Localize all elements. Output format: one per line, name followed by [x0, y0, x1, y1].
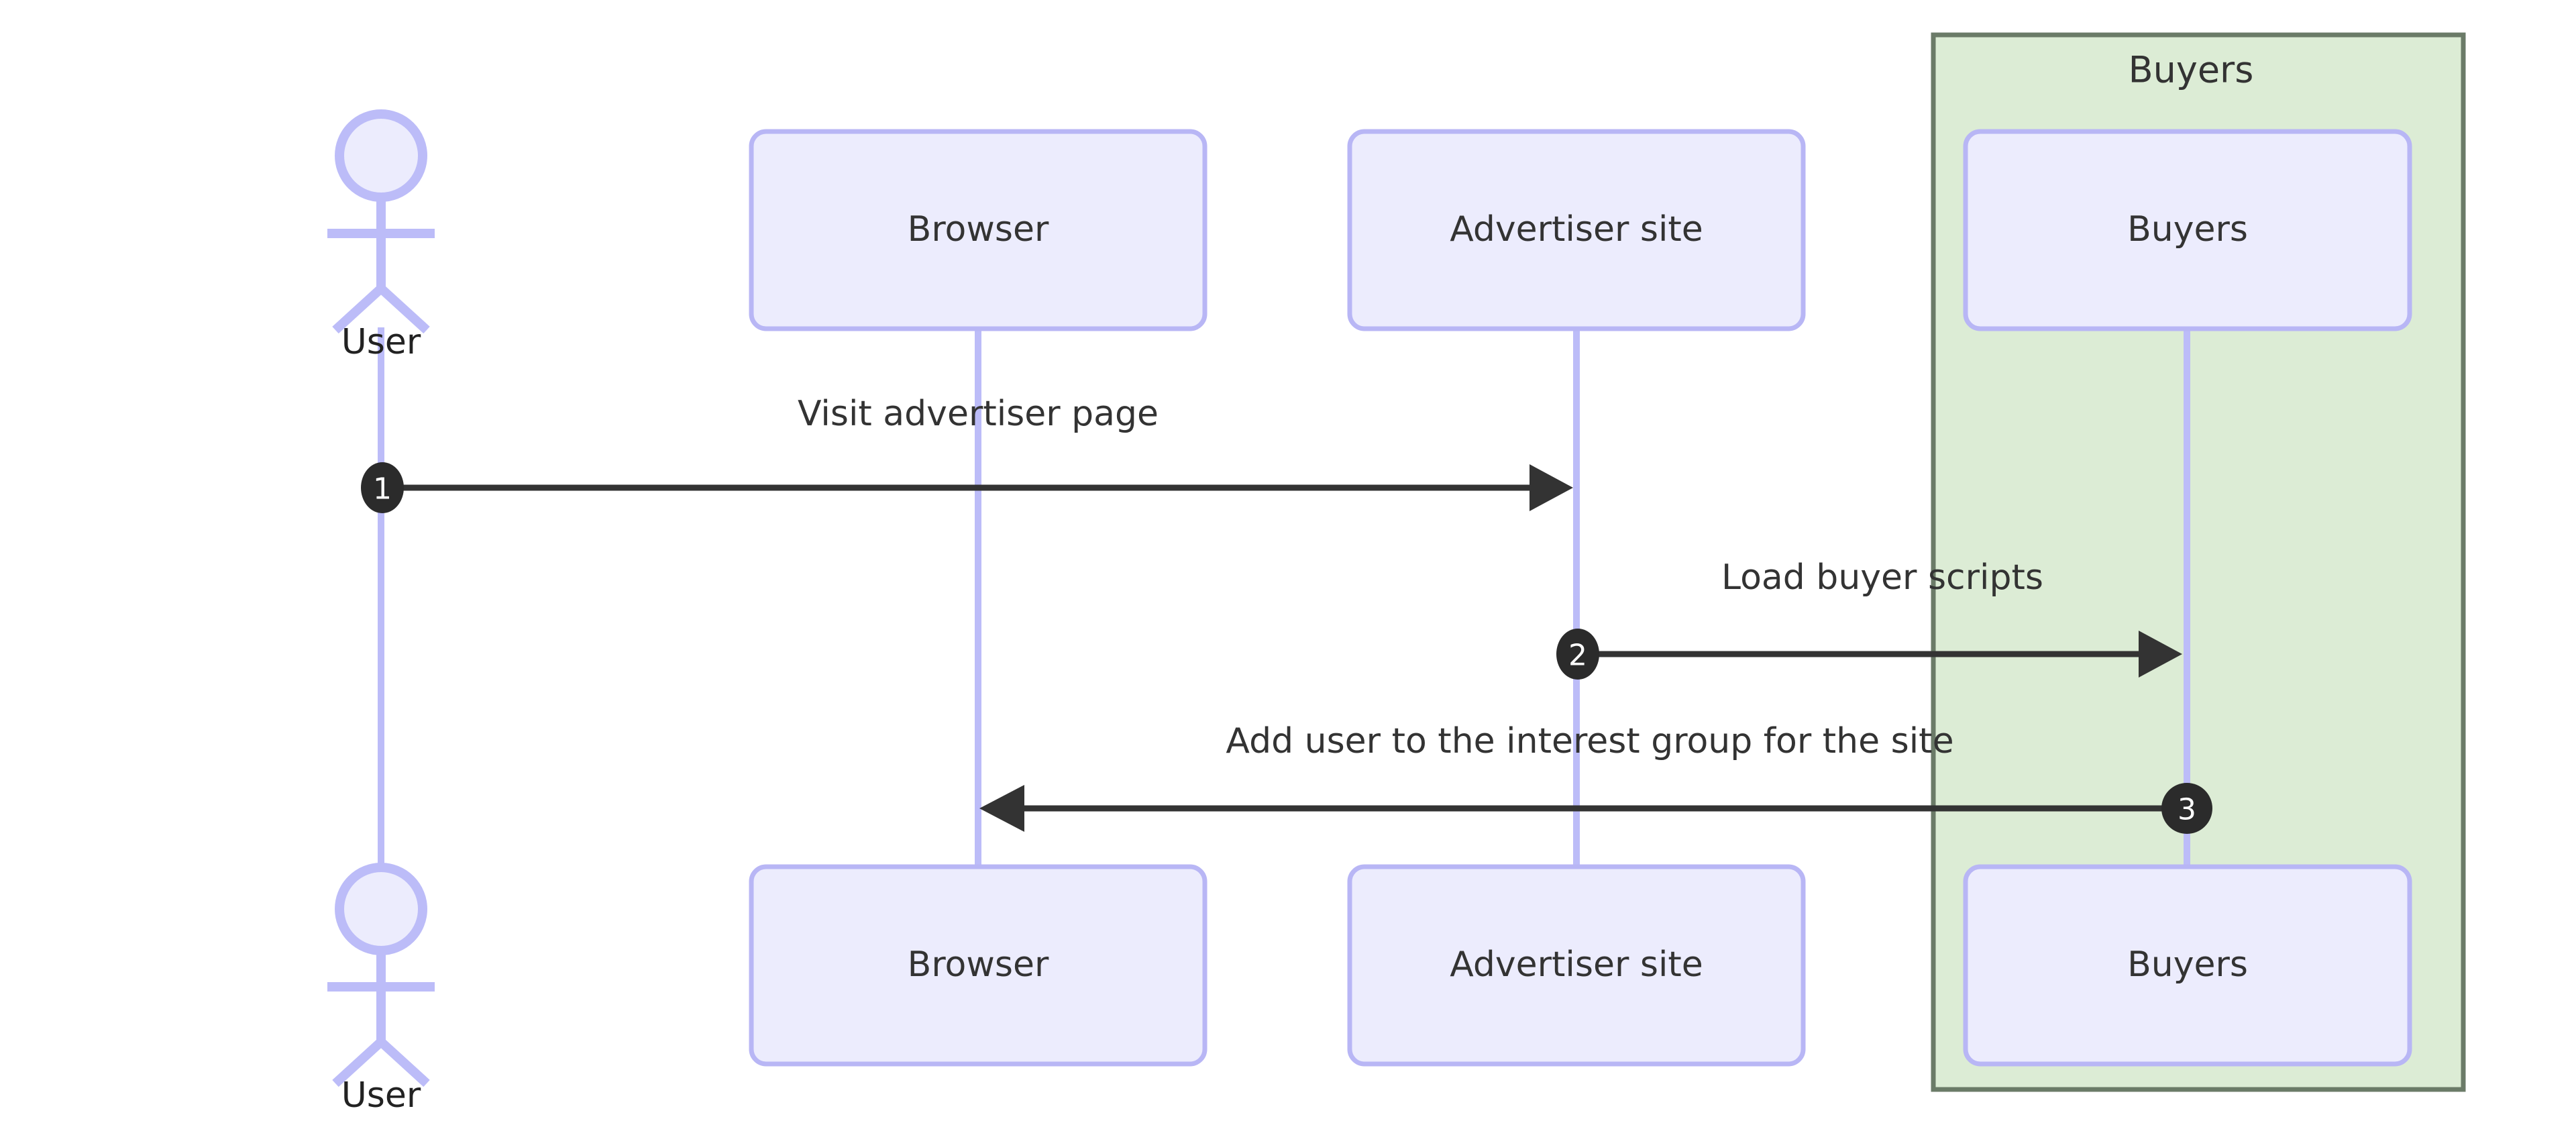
actor-user-top[interactable]: User [327, 109, 435, 362]
participant-browser-top[interactable]: Browser [749, 129, 1208, 331]
message-3-arrowhead-icon [979, 785, 1024, 832]
message-3-label: Add user to the interest group for the s… [1226, 721, 1953, 761]
participant-browser-label-top: Browser [908, 209, 1049, 250]
participant-buyers-rect-top [1963, 129, 2412, 331]
participant-buyers-label-bottom: Buyers [2127, 945, 2248, 985]
message-1[interactable]: Visit advertiser page 1 [361, 394, 1573, 513]
message-3-number: 3 [2178, 793, 2196, 827]
message-3-badge [2161, 783, 2212, 834]
message-3[interactable]: Add user to the interest group for the s… [979, 721, 2212, 834]
participant-browser-rect-bottom [749, 864, 1208, 1067]
message-1-badge [361, 462, 404, 513]
participant-browser-bottom[interactable]: Browser [749, 864, 1208, 1067]
participant-buyers-rect-bottom [1963, 864, 2412, 1067]
actor-leg-left-icon [332, 284, 384, 334]
group-buyers-label: Buyers [2129, 49, 2254, 91]
message-1-arrowhead-icon [1529, 464, 1573, 511]
actor-user-label-bottom: User [341, 1075, 421, 1116]
participant-buyers-bottom[interactable]: Buyers [1963, 864, 2412, 1067]
participant-browser-label-bottom: Browser [908, 945, 1049, 985]
participant-advertiser-site-top[interactable]: Advertiser site [1347, 129, 1806, 331]
participant-advertiser-site-bottom[interactable]: Advertiser site [1347, 864, 1806, 1067]
participant-advertiser-site-rect-bottom [1347, 864, 1806, 1067]
message-2[interactable]: Load buyer scripts 2 [1556, 557, 2182, 680]
participant-advertiser-site-label-bottom: Advertiser site [1450, 945, 1703, 985]
actor-user-bottom[interactable]: User [327, 863, 435, 1116]
participant-buyers-label-top: Buyers [2127, 209, 2248, 250]
actor-user-label-top: User [341, 322, 421, 362]
participant-buyers-top[interactable]: Buyers [1963, 129, 2412, 331]
message-2-number: 2 [1568, 639, 1587, 673]
actor-head-icon [335, 863, 427, 955]
actor-head-icon [335, 109, 427, 202]
participant-browser-rect-top [749, 129, 1208, 331]
message-1-number: 1 [373, 472, 392, 506]
actor-leg-left-icon [332, 1038, 384, 1087]
participant-advertiser-site-rect-top [1347, 129, 1806, 331]
message-2-arrowhead-icon [2139, 631, 2182, 678]
message-2-badge [1556, 629, 1599, 680]
actor-leg-right-icon [378, 284, 430, 334]
actor-leg-right-icon [378, 1038, 430, 1087]
participant-advertiser-site-label-top: Advertiser site [1450, 209, 1703, 250]
message-1-label: Visit advertiser page [798, 394, 1159, 434]
message-2-label: Load buyer scripts [1721, 557, 2043, 598]
